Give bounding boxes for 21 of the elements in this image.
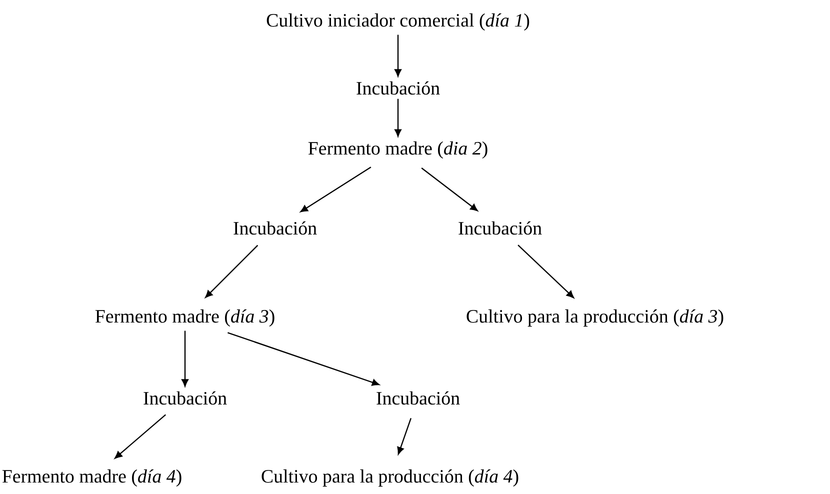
arrow [205,244,258,298]
step-text: Cultivo para la producción (día 4) [262,469,518,487]
arrow [300,166,372,212]
step-text: Incubación [234,221,317,235]
step-text: Incubación [458,221,542,235]
step-text: Fermento madre (día 4) [2,469,182,487]
arrow [397,418,412,455]
step-text: Cultivo para la producción (día 3) [466,309,724,327]
arrow [114,414,166,459]
step-text: Cultivo iniciador comercial (día 1) [266,13,530,31]
arrow [394,98,402,137]
arrow [182,330,188,387]
arrow [228,332,380,386]
step-text: Incubación [356,81,440,95]
arrow [394,34,402,77]
step-text: Incubación [144,391,227,405]
arrow [421,168,478,212]
step-text: Incubación [376,391,460,405]
step-text: Fermento madre (día 3) [95,309,274,327]
step-text: Fermento madre (dia 2) [308,141,488,159]
arrow [518,244,574,298]
